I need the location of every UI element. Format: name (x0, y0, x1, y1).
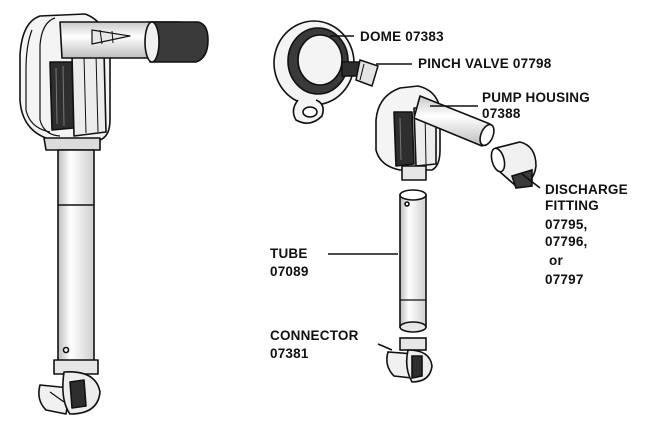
leader-connector (377, 343, 393, 351)
label-discharge-part3: 07797 (545, 272, 584, 287)
leader-discharge (521, 173, 541, 189)
label-discharge-line2: FITTING (545, 198, 599, 213)
label-dome: DOME 07383 (360, 29, 444, 44)
part-labels: DOME 07383 PINCH VALVE 07798 PUMP HOUSIN… (270, 29, 628, 361)
tube-part (399, 189, 427, 333)
label-discharge-part1: 07795, (545, 217, 588, 232)
label-tube-number: 07089 (270, 264, 309, 279)
pump-housing-part (375, 85, 495, 181)
dome-part (273, 20, 355, 124)
label-discharge-line1: DISCHARGE (545, 182, 628, 197)
label-discharge-part2: 07796, (545, 234, 588, 249)
leader-lines (328, 35, 541, 351)
pinch-valve-part (341, 59, 379, 87)
label-pump-housing-name: PUMP HOUSING (482, 90, 590, 105)
label-discharge-or: or (549, 253, 563, 268)
discharge-fitting-part (490, 141, 537, 189)
label-connector-number: 07381 (270, 346, 309, 361)
connector-part (386, 337, 433, 383)
label-pinch-valve: PINCH VALVE 07798 (418, 56, 552, 71)
label-connector-name: CONNECTOR (270, 328, 359, 343)
assembled-pump-illustration (19, 13, 209, 415)
label-pump-housing-number: 07388 (482, 106, 521, 121)
label-tube-name: TUBE (270, 246, 308, 261)
